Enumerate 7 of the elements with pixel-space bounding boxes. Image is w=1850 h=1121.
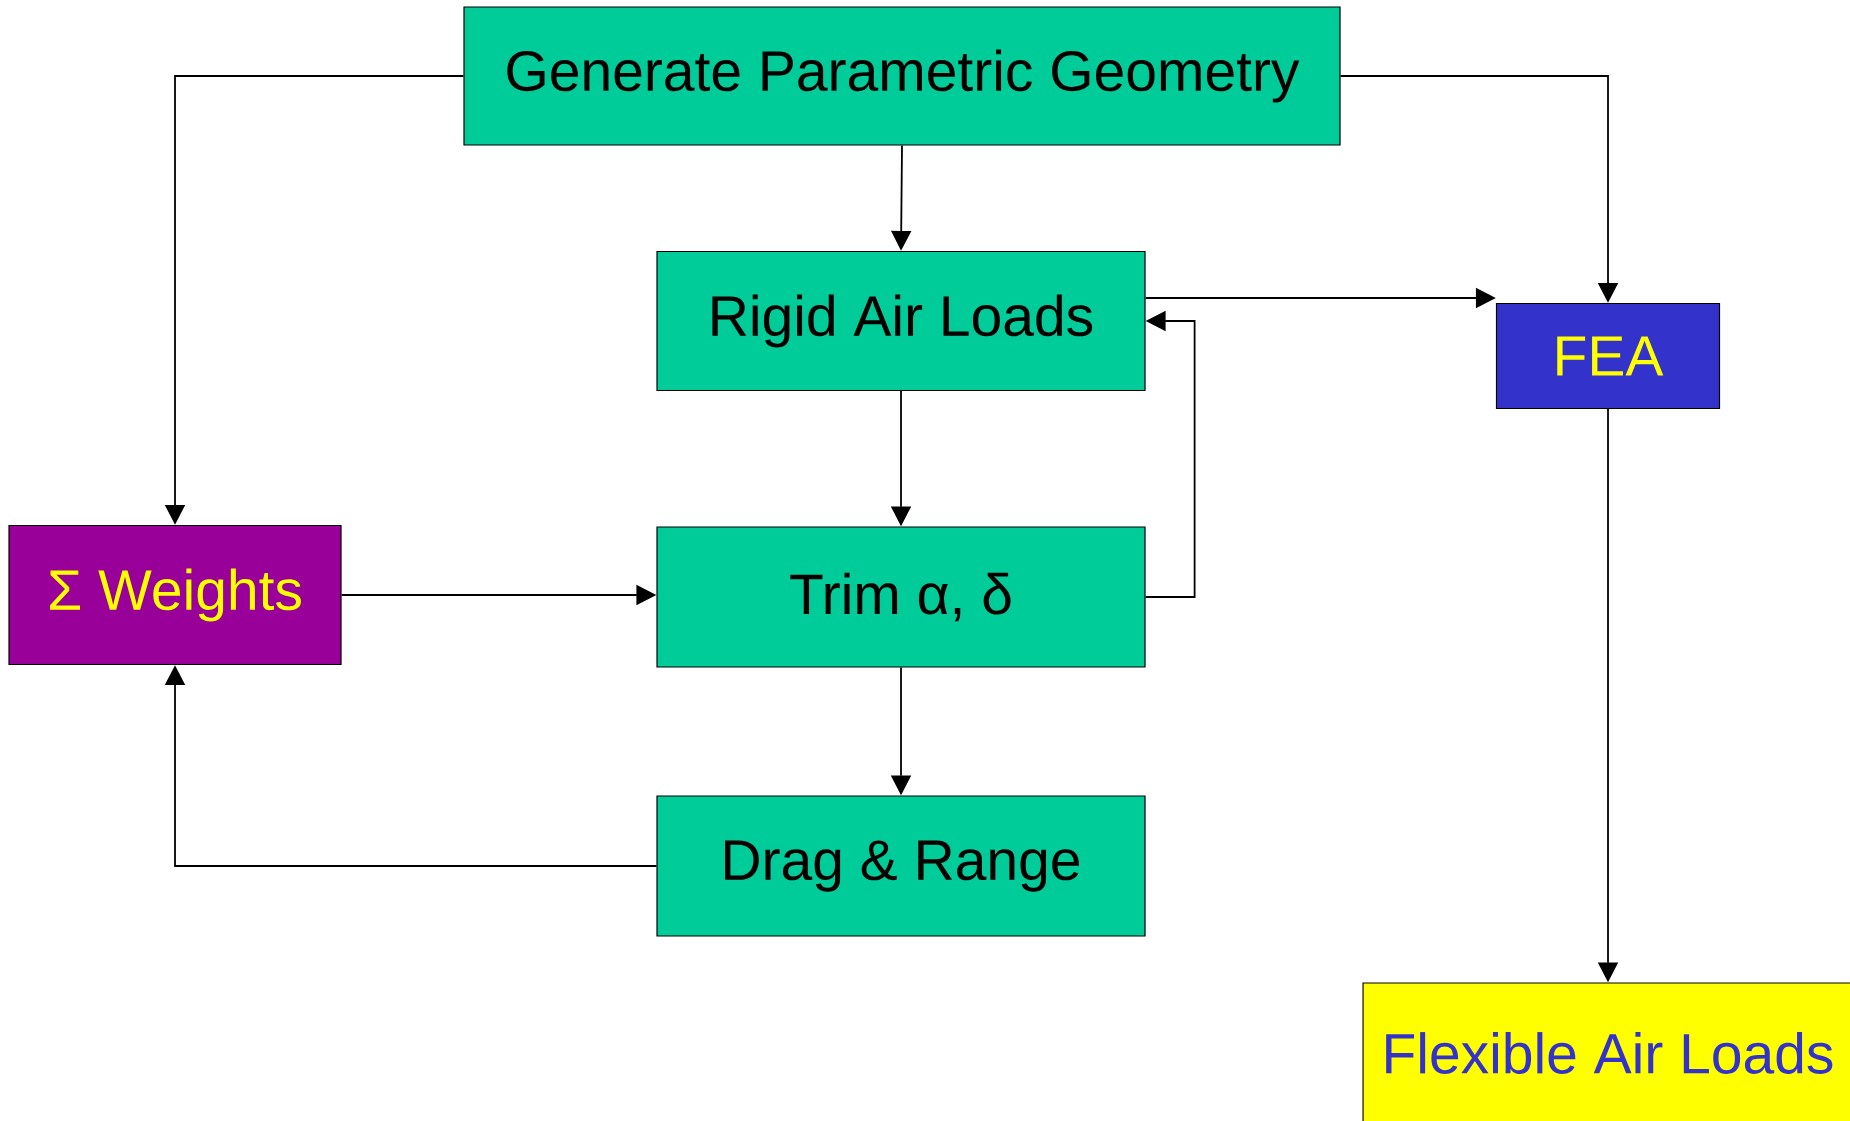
process-box: Trim α, δ	[656, 526, 1146, 668]
process-box: Generate Parametric Geometry	[463, 6, 1341, 146]
process-box: Σ Weights	[8, 524, 342, 666]
process-box: Rigid Air Loads	[656, 250, 1146, 392]
process-box: FEA	[1495, 302, 1721, 410]
process-box: Drag & Range	[656, 795, 1146, 937]
process-box: Flexible Air Loads	[1362, 982, 1850, 1121]
